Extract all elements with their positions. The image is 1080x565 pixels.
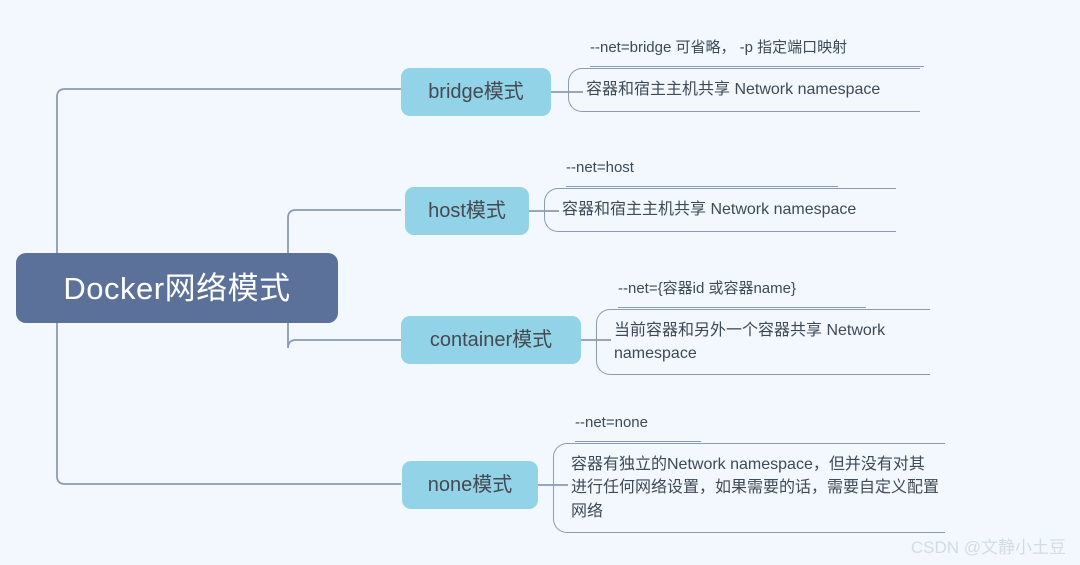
caption-rule-bridge [590,66,924,67]
detail-body-container[interactable]: 当前容器和另外一个容器共享 Network namespace [596,309,930,375]
detail-body-none-text: 容器有独立的Network namespace，但并没有对其进行任何网络设置，如… [571,456,940,520]
detail-body-host[interactable]: 容器和宿主主机共享 Network namespace [544,188,896,232]
root-node[interactable]: Docker网络模式 [16,253,338,323]
detail-body-bridge-text: 容器和宿主主机共享 Network namespace [586,81,881,99]
mode-node-host[interactable]: host模式 [405,187,529,235]
detail-caption-none: --net=none [575,414,648,431]
detail-body-none[interactable]: 容器有独立的Network namespace，但并没有对其进行任何网络设置，如… [553,443,945,533]
watermark: CSDN @文静小土豆 [910,538,1066,557]
mode-node-bridge-label: bridge模式 [428,81,524,103]
connector-root-bridge [56,88,401,253]
mode-node-none-label: none模式 [427,474,513,496]
detail-caption-bridge: --net=bridge 可省略， -p 指定端口映射 [590,39,848,56]
mode-node-container[interactable]: container模式 [401,316,581,364]
mode-node-none[interactable]: none模式 [402,461,538,509]
detail-body-bridge[interactable]: 容器和宿主主机共享 Network namespace [568,68,920,112]
mode-node-container-label: container模式 [429,329,553,351]
mode-node-bridge[interactable]: bridge模式 [401,68,551,116]
mode-node-host-label: host模式 [428,200,506,222]
detail-body-host-text: 容器和宿主主机共享 Network namespace [562,201,857,219]
root-node-label: Docker网络模式 [63,270,291,306]
caption-rule-host [566,186,838,187]
connector-root-container [287,323,401,349]
caption-rule-container [618,307,866,308]
detail-caption-host: --net=host [566,159,634,176]
connector-root-none [56,323,401,485]
detail-caption-container: --net={容器id 或容器name} [618,280,796,297]
caption-rule-none [575,441,701,442]
detail-body-container-text: 当前容器和另外一个容器共享 Network namespace [614,321,886,362]
connector-root-host [287,209,401,253]
